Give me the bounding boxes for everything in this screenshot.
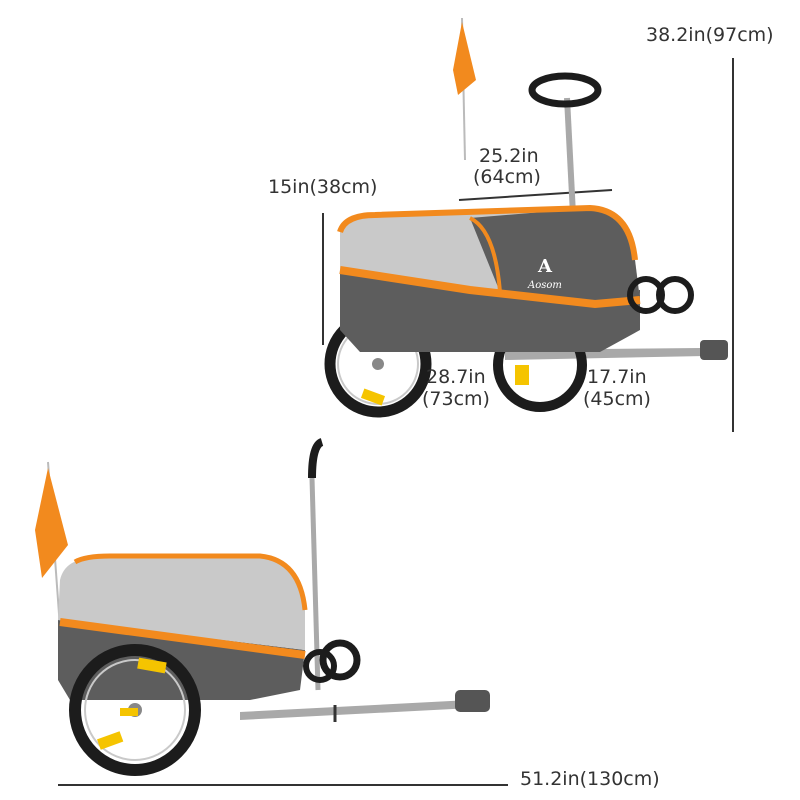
body-width-line xyxy=(458,189,613,201)
hitch-coupler xyxy=(700,340,728,360)
side-body-lower xyxy=(58,620,305,700)
side-handle-grip xyxy=(308,438,324,479)
side-safety-flag xyxy=(35,468,68,578)
orange-trim-side xyxy=(339,266,641,309)
safety-flag xyxy=(453,22,476,95)
side-push-handle-bar xyxy=(309,477,321,691)
brand-script: Aosom xyxy=(527,280,562,291)
side-orange-trim-mid xyxy=(59,618,306,659)
cover-top-panel xyxy=(470,208,640,304)
hitch-offset-label-cm: (45cm) xyxy=(583,388,651,410)
orange-trim-top xyxy=(337,204,638,261)
trailer-angled-view: A Aosom xyxy=(324,17,728,418)
left-wheel-reflector xyxy=(360,388,386,406)
trailer-side-view xyxy=(35,438,490,776)
total-length-label: 51.2in(130cm) xyxy=(520,768,660,790)
side-stroller-wheel xyxy=(319,639,361,681)
hitch-offset-label-in: 17.7in xyxy=(587,366,647,388)
body-width-label-in: 25.2in xyxy=(479,145,539,167)
side-hitch-arm xyxy=(240,700,472,720)
wheel-track-label-in: 28.7in xyxy=(426,366,486,388)
body-height-label: 15in(38cm) xyxy=(268,176,378,198)
wheel-track-label-cm: (73cm) xyxy=(422,388,490,410)
total-height-label: 38.2in(97cm) xyxy=(646,24,774,46)
handle-grip xyxy=(528,72,602,108)
body-width-label-cm: (64cm) xyxy=(473,166,541,188)
side-wheel xyxy=(69,644,201,776)
brand-logo: A xyxy=(537,256,553,277)
stroller-wheel-right xyxy=(656,276,694,314)
side-hitch-coupler xyxy=(455,690,490,712)
side-wheel-reflector xyxy=(137,657,167,674)
side-orange-trim-top xyxy=(73,553,308,611)
